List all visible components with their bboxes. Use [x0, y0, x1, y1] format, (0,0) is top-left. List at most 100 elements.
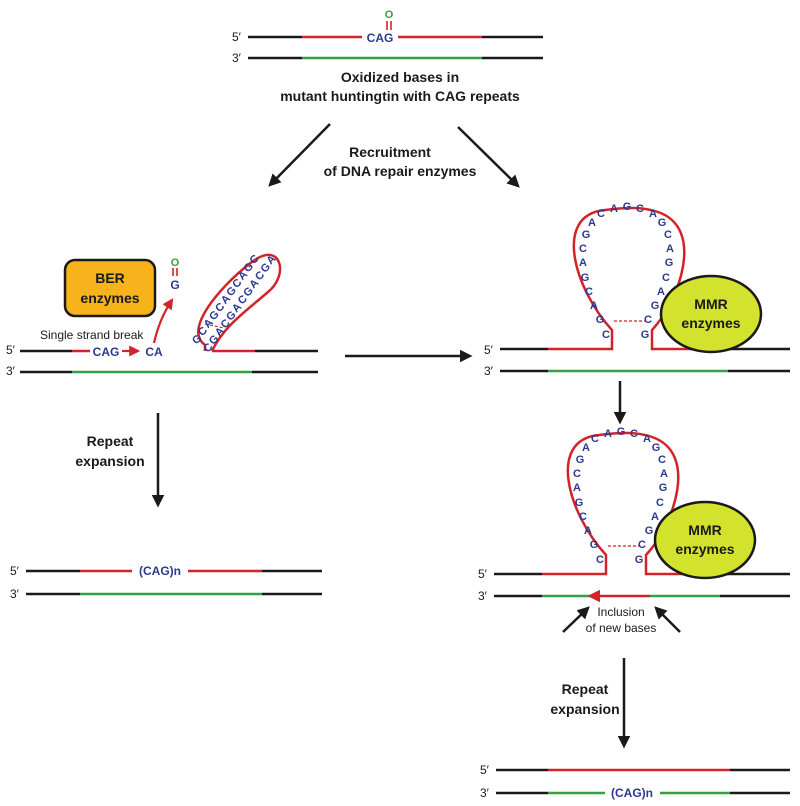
ber-enzyme-line1: BER — [95, 270, 125, 286]
mmr1-right-letter-7: G — [651, 300, 660, 312]
mmr1-enzyme — [659, 274, 763, 354]
mmr1-3prime-label: 3′ — [484, 364, 494, 378]
mmr1-top-letter-2: C — [636, 203, 644, 215]
mmr1-right-letter-2: C — [664, 229, 672, 241]
mmr1-enzyme-line1: MMR — [694, 296, 727, 312]
mmr2-left-letter-4: A — [573, 482, 581, 494]
mmr2-right-letter-3: A — [660, 468, 668, 480]
mmr2-enzyme-line2: enzymes — [675, 541, 734, 557]
left-exp-product: (CAG)n — [139, 564, 181, 578]
top-5prime-label: 5′ — [232, 30, 242, 44]
top-caption-line2: mutant huntingtin with CAG repeats — [280, 88, 520, 104]
left-expansion-line2: expansion — [75, 453, 144, 469]
ber-oxo-text: O — [171, 257, 180, 269]
ber-left-seq: CAG — [93, 345, 120, 359]
recruitment-line1: Recruitment — [349, 144, 431, 160]
arrow-to-mmr — [457, 126, 520, 188]
mmr1-left-letter-6: C — [585, 286, 593, 298]
mmr1-left-letter-4: A — [579, 257, 587, 269]
right-expansion: Repeat expansion 5′ 3′ (CAG)n — [480, 658, 790, 800]
recruitment-step: Recruitment of DNA repair enzymes — [268, 123, 520, 188]
ber-excised-base: G — [170, 278, 179, 292]
recruitment-line2: of DNA repair enzymes — [324, 163, 477, 179]
mmr2-left-letter-3: C — [573, 468, 581, 480]
ber-5prime-label: 5′ — [6, 343, 16, 357]
left-exp-3prime-label: 3′ — [10, 587, 20, 601]
mmr2-left-letter-0: C — [591, 433, 599, 445]
mmr1-left-letter-8: G — [596, 314, 605, 326]
ber-panel: BER enzymes O G Single strand break 5′ 3… — [6, 253, 318, 378]
mmr1-left-letter-3: C — [579, 243, 587, 255]
ber-hairpin-pairing — [204, 323, 225, 329]
mmr2-left-letter-1: A — [582, 442, 590, 454]
ber-break-label: Single strand break — [40, 328, 144, 342]
mmr1-right-letter-5: C — [662, 272, 670, 284]
mmr1-5prime-label: 5′ — [484, 343, 494, 357]
mmr1-right-letter-1: G — [658, 217, 667, 229]
ber-right-seq: CA — [145, 345, 163, 359]
mmr2-right-letter-8: C — [638, 539, 646, 551]
mmr1-left-letter-9: C — [602, 329, 610, 341]
mmr2-left-letter-2: G — [576, 454, 585, 466]
top-oxo-text: O — [385, 9, 394, 21]
mmr2-right-letter-9: G — [635, 554, 644, 566]
right-exp-product: (CAG)n — [611, 786, 653, 800]
mmr2-right-letter-2: C — [658, 454, 666, 466]
right-exp-3prime-label: 3′ — [480, 786, 490, 800]
mmr2-right-letter-7: G — [645, 525, 654, 537]
left-exp-5prime-label: 5′ — [10, 564, 20, 578]
mmr1-left-letter-2: G — [582, 229, 591, 241]
top-caption-line1: Oxidized bases in — [341, 69, 459, 85]
mmr2-top-letter-2: C — [630, 428, 638, 440]
inclusion-line2: of new bases — [586, 621, 657, 635]
mmr2-5prime-label: 5′ — [478, 567, 488, 581]
mmr2-left-letter-9: C — [596, 554, 604, 566]
inclusion-line1: Inclusion — [597, 605, 644, 619]
mmr1-left-letter-1: A — [588, 217, 596, 229]
arrow-to-ber — [268, 123, 331, 187]
ber-hairpin-loop — [197, 253, 282, 352]
mmr2-left-letter-6: C — [579, 511, 587, 523]
ber-3prime-label: 3′ — [6, 364, 16, 378]
inclusion-arrow-left — [562, 606, 590, 633]
top-3prime-label: 3′ — [232, 51, 242, 65]
mmr2-right-letter-6: A — [651, 511, 659, 523]
mmr1-right-letter-6: A — [657, 286, 665, 298]
mmr2-top-letter-0: A — [604, 428, 612, 440]
inclusion-arrow-right — [654, 606, 681, 633]
right-exp-5prime-label: 5′ — [480, 763, 490, 777]
mmr1-right-letter-4: G — [665, 257, 674, 269]
mmr2-left-letter-8: G — [590, 539, 599, 551]
mmr2-3prime-label: 3′ — [478, 589, 488, 603]
ber-enzyme-box — [63, 258, 157, 318]
top-cag-text: CAG — [367, 31, 394, 45]
left-expansion-line1: Repeat — [87, 433, 134, 449]
mmr1-left-letter-0: C — [597, 208, 605, 220]
right-expansion-line2: expansion — [550, 701, 619, 717]
right-expansion-line1: Repeat — [562, 681, 609, 697]
mmr1-left-letter-5: G — [581, 272, 590, 284]
mmr1-right-letter-0: A — [649, 208, 657, 220]
mmr2-enzyme-line1: MMR — [688, 522, 721, 538]
ber-excision-arrow — [152, 298, 174, 344]
mmr1-left-letter-7: A — [590, 300, 598, 312]
left-expansion: Repeat expansion 5′ 3′ (CAG)n — [10, 413, 322, 601]
mmr1-right-letter-8: C — [644, 314, 652, 326]
top-duplex: 5′ 3′ CAG O Oxidized bases in mutant hun… — [232, 9, 543, 104]
mmr1-top-letter-0: A — [610, 203, 618, 215]
mmr1-enzyme-line2: enzymes — [681, 315, 740, 331]
mmr1-right-letter-9: G — [641, 329, 650, 341]
mmr2-top-letter-1: G — [617, 426, 626, 438]
mmr2-left-letter-5: G — [575, 497, 584, 509]
ber-enzyme-line2: enzymes — [80, 290, 139, 306]
mmr2-enzyme — [653, 500, 757, 580]
mmr1-right-letter-3: A — [666, 243, 674, 255]
mmr2-right-letter-5: C — [656, 497, 664, 509]
mmr2-right-letter-0: A — [643, 433, 651, 445]
